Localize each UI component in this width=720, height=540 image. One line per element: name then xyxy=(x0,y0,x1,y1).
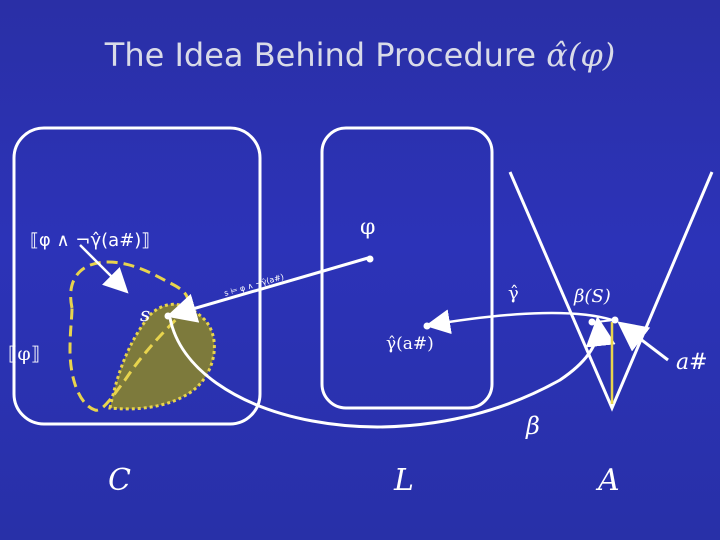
logic-box xyxy=(320,126,494,410)
phi-and-not-gamma-label: ⟦φ ∧ ¬γ̂(a#)⟧ xyxy=(30,230,151,251)
label-pointer-arrow xyxy=(79,244,129,294)
a-sharp-point xyxy=(611,316,619,324)
phi-to-s-arrow xyxy=(166,256,369,323)
beta-curve xyxy=(168,316,616,429)
title-symbol: α̂(φ) xyxy=(546,36,616,74)
phi-point xyxy=(366,255,374,263)
gamma-hat-arrow xyxy=(425,309,613,335)
abstract-domain-label: A xyxy=(598,463,620,498)
phi-and-not-gamma-region xyxy=(68,260,190,412)
beta-s-point xyxy=(588,318,596,326)
s-label: s xyxy=(140,302,151,326)
a-sharp-pointer-arrow xyxy=(617,321,669,362)
a-sharp-label: a# xyxy=(676,350,708,375)
concrete-domain-box xyxy=(12,126,262,426)
phi-region xyxy=(108,302,216,411)
logic-label: L xyxy=(394,463,414,498)
beta-a-connector xyxy=(595,319,615,323)
concrete-domain-label: C xyxy=(108,463,131,498)
slide-title: The Idea Behind Procedure α̂(φ) xyxy=(0,36,720,74)
beta-label: β xyxy=(526,412,540,440)
beta-s-label: β(S) xyxy=(574,286,611,307)
phi-semantic-label: ⟦φ⟧ xyxy=(8,343,41,365)
s-point xyxy=(164,312,172,320)
abstract-lattice-shape xyxy=(508,171,714,412)
title-text: The Idea Behind Procedure xyxy=(104,36,537,74)
phi-label: φ xyxy=(360,215,376,240)
gamma-a-point xyxy=(423,322,431,330)
gamma-hat-label: γ̂ xyxy=(508,283,519,304)
gamma-hat-a-label: γ̂(a#) xyxy=(386,334,434,354)
